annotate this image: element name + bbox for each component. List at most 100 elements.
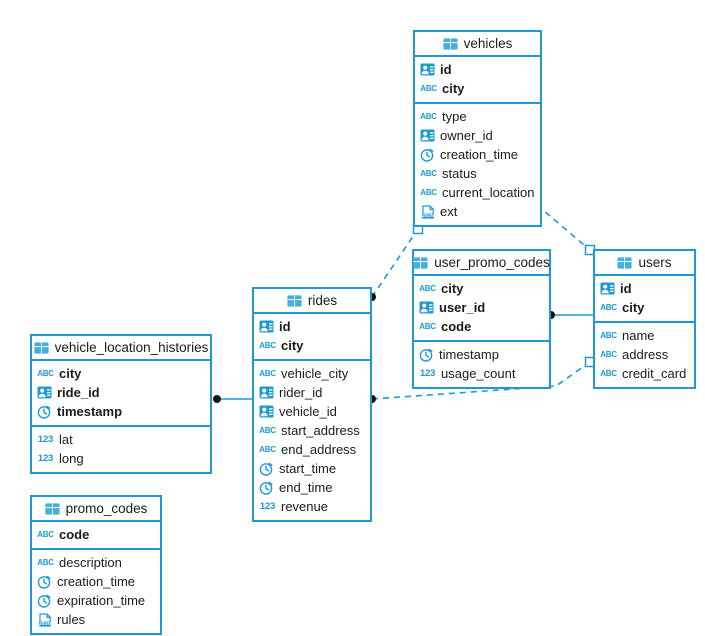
table-icon	[44, 501, 60, 516]
field-name-label: expiration_time	[57, 593, 146, 608]
field-row-creation_time[interactable]: creation_time	[32, 572, 160, 591]
field-row-owner_id[interactable]: owner_id	[415, 126, 540, 145]
abc-string-icon: ABC	[420, 168, 437, 178]
key-id-icon	[259, 385, 274, 400]
field-row-id[interactable]: id	[415, 60, 540, 79]
table-header-rides[interactable]: rides	[254, 289, 370, 314]
connector-line	[536, 204, 591, 251]
field-name-label: rules	[57, 612, 86, 627]
field-name-label: timestamp	[57, 404, 123, 419]
table-icon	[287, 293, 302, 308]
field-name-label: vehicle_id	[279, 404, 337, 419]
json-document-icon: JSON	[37, 612, 52, 627]
clock-icon	[37, 574, 52, 589]
table-header-user_promo_codes[interactable]: user_promo_codes	[413, 251, 550, 276]
table-header-vehicles[interactable]: vehicles	[415, 32, 540, 57]
relationship-vlh-rides	[213, 395, 252, 403]
field-row-id[interactable]: id	[595, 279, 694, 298]
table-name-label: vehicles	[463, 35, 513, 51]
field-name-label: ext	[440, 204, 458, 219]
abc-string-icon: ABC	[420, 187, 437, 197]
field-row-user_id[interactable]: user_id	[414, 298, 549, 317]
relationship-vehicles-users	[533, 201, 596, 256]
abc-string-icon: ABC	[419, 321, 436, 331]
field-row-creation_time[interactable]: creation_time	[415, 145, 540, 164]
abc-string-icon: ABC	[37, 368, 54, 378]
table-icon	[617, 255, 633, 270]
field-name-label: name	[622, 328, 655, 343]
abc-string-icon: ABC	[259, 368, 276, 378]
field-name-label: owner_id	[440, 128, 493, 143]
field-name-label: ride_id	[57, 385, 100, 400]
field-name-label: credit_card	[622, 366, 687, 381]
field-name-label: end_time	[279, 480, 333, 495]
field-row-end_time[interactable]: end_time	[254, 478, 370, 497]
abc-string-icon: ABC	[37, 557, 54, 567]
field-name-label: id	[620, 281, 632, 296]
table-icon	[413, 255, 428, 270]
field-name-label: status	[442, 166, 477, 181]
field-row-ext[interactable]: JSON ext	[415, 202, 540, 221]
clock-icon	[37, 404, 52, 419]
field-row-lat[interactable]: 123 lat	[32, 430, 210, 449]
table-header-users[interactable]: users	[595, 251, 694, 276]
field-name-label: creation_time	[57, 574, 136, 589]
field-name-label: lat	[59, 432, 73, 447]
field-name-label: creation_time	[440, 147, 519, 162]
field-row-id[interactable]: id	[254, 317, 370, 336]
field-name-label: user_id	[439, 300, 486, 315]
field-row-rules[interactable]: JSON rules	[32, 610, 160, 629]
table-icon	[443, 36, 458, 51]
field-row-start_time[interactable]: start_time	[254, 459, 370, 478]
field-row-expiration_time[interactable]: expiration_time	[32, 591, 160, 610]
table-header-promo_codes[interactable]: promo_codes	[32, 497, 160, 522]
abc-string-icon: ABC	[259, 425, 276, 435]
key-id-icon	[259, 404, 274, 419]
primary-key-group: ABC city ride_id timestamp	[32, 361, 210, 425]
field-name-label: city	[59, 366, 82, 381]
field-row-timestamp[interactable]: timestamp	[32, 402, 210, 421]
field-row-ride_id[interactable]: ride_id	[32, 383, 210, 402]
field-name-label: long	[59, 451, 84, 466]
key-id-icon	[600, 281, 615, 296]
key-id-icon	[37, 385, 52, 400]
abc-string-icon: ABC	[259, 340, 276, 350]
field-row-timestamp[interactable]: timestamp	[414, 345, 549, 364]
json-document-icon: JSON	[420, 204, 435, 219]
field-row-rider_id[interactable]: rider_id	[254, 383, 370, 402]
123-number-icon: 123	[37, 433, 54, 445]
field-row-vehicle_id[interactable]: vehicle_id	[254, 402, 370, 421]
key-id-icon	[420, 62, 435, 77]
field-row-status[interactable]: ABC status	[415, 164, 540, 183]
table-header-vehicle_location_histories[interactable]: vehicle_location_histories	[32, 336, 210, 361]
field-row-city[interactable]: ABC city	[32, 364, 210, 383]
